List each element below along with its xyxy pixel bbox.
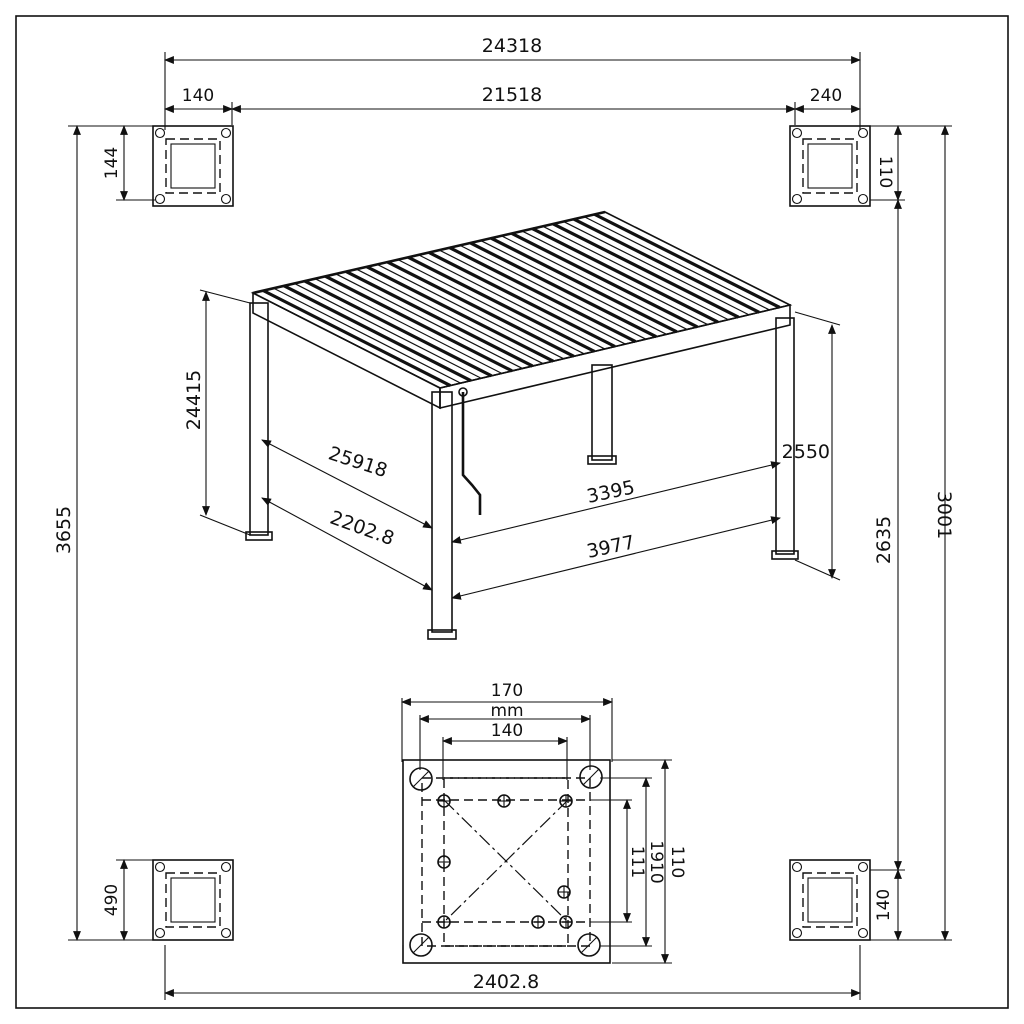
roof-louvers xyxy=(262,212,781,387)
roof-louver xyxy=(294,282,482,379)
dim-top-overall: 24318 xyxy=(482,35,542,57)
roof-louver xyxy=(407,255,596,353)
roof-louver xyxy=(439,249,626,345)
roof-louver xyxy=(531,227,719,324)
roof-louver xyxy=(573,217,760,314)
roof-louver xyxy=(542,225,729,321)
roof-louver xyxy=(521,230,708,326)
crank-handle-icon xyxy=(461,392,482,515)
roof-louver xyxy=(469,241,657,339)
dim-plate-height-mid: 1910 xyxy=(646,840,666,883)
right-dimensions: 3001 2635 110 140 xyxy=(870,125,955,941)
roof-louver xyxy=(563,220,750,316)
dim-right-post-bottom: 140 xyxy=(874,889,894,921)
roof-louver xyxy=(283,284,472,383)
post-left xyxy=(249,302,269,536)
dim-pergola-depth-upper: 25918 xyxy=(326,442,390,482)
post-plate-top-right xyxy=(789,125,871,207)
roof-louver xyxy=(304,279,493,378)
roof-louver xyxy=(448,246,637,344)
dim-plate-height-outer: 110 xyxy=(667,846,687,878)
drawing-frame xyxy=(15,15,1009,1009)
roof-louver xyxy=(386,260,575,358)
post-back xyxy=(591,364,613,461)
top-dimensions: 24318 140 21518 240 xyxy=(164,35,861,130)
roof-louver xyxy=(324,274,513,373)
bottom-dimensions: 2402.8 xyxy=(164,945,861,1000)
base-plate-outline xyxy=(402,759,611,964)
dim-plate-unit: mm xyxy=(490,701,523,721)
dim-left-post-bottom: 490 xyxy=(102,884,122,916)
roof-louver xyxy=(314,278,503,374)
dim-right-overall: 3001 xyxy=(933,491,955,539)
dim-bottom-overall: 2402.8 xyxy=(473,971,539,993)
dim-right-inner: 2635 xyxy=(873,516,895,564)
dim-top-right-post: 240 xyxy=(810,86,842,106)
roof-louver xyxy=(501,235,688,330)
dim-plate-height-inner: 111 xyxy=(627,846,647,878)
base-plate-detail: 170 mm 140 xyxy=(401,681,687,964)
roof-louver xyxy=(490,236,678,334)
dim-top-inner: 21518 xyxy=(482,84,542,106)
roof-louver xyxy=(366,265,554,363)
roof-louver xyxy=(376,263,564,360)
dim-plate-width-inner: 140 xyxy=(491,721,523,741)
roof-louver xyxy=(418,254,605,350)
roof-louver xyxy=(593,212,781,309)
roof-louver xyxy=(511,232,699,329)
dim-pergola-height-right: 2550 xyxy=(782,441,830,463)
roof-louver xyxy=(273,287,461,384)
dim-left-post-top: 144 xyxy=(102,147,122,179)
roof-louver xyxy=(397,259,585,355)
roof-louver xyxy=(335,273,523,370)
post-plate-bottom-left xyxy=(152,859,234,941)
plate-bolt-holes xyxy=(409,765,603,957)
pergola-isometric: 24415 2550 25918 2202.8 3395 3977 xyxy=(183,210,841,640)
left-beam xyxy=(252,291,441,410)
roof-louver xyxy=(428,251,616,348)
dim-pergola-depth-lower: 2202.8 xyxy=(327,507,397,550)
dim-right-post-top: 110 xyxy=(875,156,895,188)
left-dimensions: 3655 144 490 xyxy=(53,125,155,941)
post-plate-bottom-right xyxy=(789,859,871,941)
roof-louver xyxy=(480,240,667,335)
front-beam xyxy=(439,303,791,410)
dim-left-overall: 3655 xyxy=(53,506,75,554)
dim-pergola-width-lower: 3977 xyxy=(585,531,637,563)
roof-louver xyxy=(262,289,452,387)
dim-plate-width-outer: 170 xyxy=(491,681,523,701)
roof-louver xyxy=(345,270,534,368)
roof-louver xyxy=(356,268,544,365)
roof-louver xyxy=(584,216,770,311)
dim-pergola-height-left: 24415 xyxy=(183,370,205,430)
roof-louver xyxy=(552,222,740,319)
post-front xyxy=(431,391,453,633)
post-right xyxy=(775,317,795,555)
post-plate-top-left xyxy=(152,125,234,207)
roof-louver xyxy=(459,244,647,340)
dim-top-left-post: 140 xyxy=(182,86,214,106)
dim-pergola-width-upper: 3395 xyxy=(585,476,637,508)
